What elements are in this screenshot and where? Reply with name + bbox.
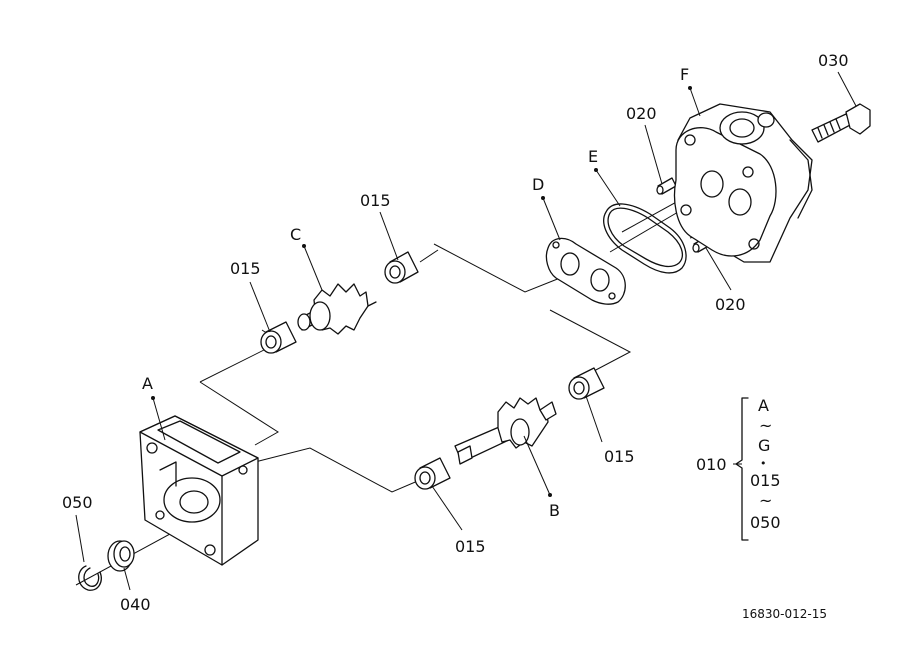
gear-c bbox=[297, 283, 377, 335]
label-020-lower: 020 bbox=[715, 295, 746, 314]
label-a: A bbox=[142, 374, 153, 393]
label-040: 040 bbox=[120, 595, 151, 614]
bolt-030 bbox=[811, 103, 871, 143]
label-e: E bbox=[588, 147, 598, 166]
legend-tilde-2: ~ bbox=[759, 491, 772, 510]
gear-b-shaft bbox=[454, 397, 557, 465]
label-030: 030 bbox=[818, 51, 849, 70]
snap-ring-050 bbox=[78, 565, 102, 591]
bushing-015-right bbox=[568, 367, 605, 400]
label-c: C bbox=[290, 225, 301, 244]
legend-plus: • bbox=[760, 457, 767, 470]
label-050: 050 bbox=[62, 493, 93, 512]
leader-lines bbox=[75, 71, 857, 591]
label-d: D bbox=[532, 175, 544, 194]
oil-seal-040 bbox=[107, 540, 135, 572]
assembly-legend: 010 A ~ G • 015 ~ 050 bbox=[696, 396, 781, 541]
part-labels: A B C D E F 015 015 015 015 020 020 030 … bbox=[62, 51, 849, 614]
label-015-right: 015 bbox=[604, 447, 635, 466]
legend-extra-from: 015 bbox=[750, 471, 781, 490]
bushing-015-top bbox=[384, 251, 419, 284]
label-020-upper: 020 bbox=[626, 104, 657, 123]
bushing-015-left bbox=[260, 321, 297, 354]
dowel-pin-020-upper bbox=[656, 177, 677, 195]
cover-f bbox=[673, 103, 813, 263]
gasket-d bbox=[545, 237, 626, 305]
o-ring-e bbox=[603, 203, 687, 274]
label-b: B bbox=[549, 501, 560, 520]
legend-tilde-1: ~ bbox=[759, 416, 772, 435]
legend-to-part: G bbox=[758, 436, 770, 455]
label-015-left: 015 bbox=[230, 259, 261, 278]
label-015-bottom: 015 bbox=[455, 537, 486, 556]
label-f: F bbox=[680, 65, 689, 84]
legend-from-part: A bbox=[758, 396, 769, 415]
drawing-number: 16830-012-15 bbox=[742, 607, 827, 621]
bushing-015-bottom bbox=[414, 457, 451, 490]
legend-extra-to: 050 bbox=[750, 513, 781, 532]
legend-assembly-number: 010 bbox=[696, 455, 727, 474]
label-015-top: 015 bbox=[360, 191, 391, 210]
housing-a bbox=[139, 415, 259, 566]
